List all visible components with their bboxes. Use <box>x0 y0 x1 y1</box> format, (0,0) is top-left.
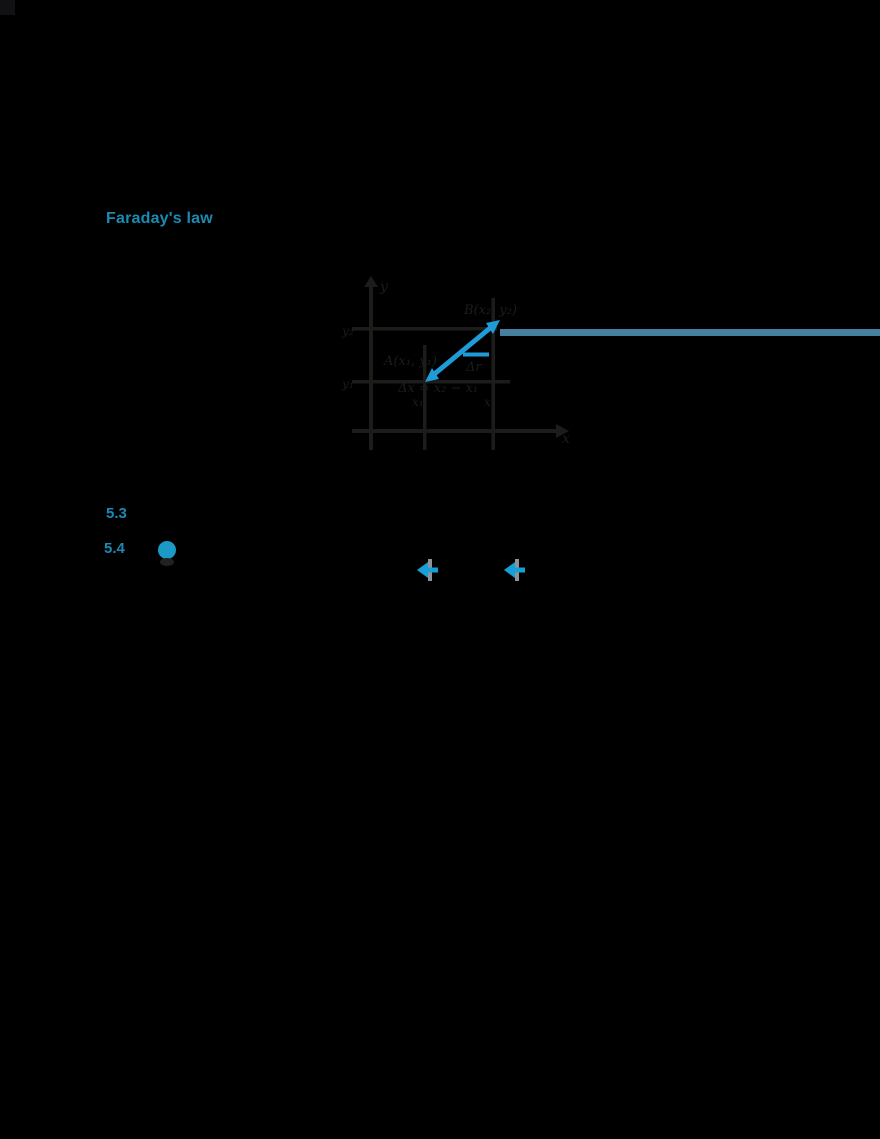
grid-line-y2 <box>352 327 497 331</box>
displacement-vector <box>430 322 497 378</box>
x-axis <box>352 429 558 433</box>
vector-head-icon <box>486 320 500 334</box>
vector-diagram: y x y₂ y₁ x₁ x₂ B(x₂, y₂) A(x₁, y₁) Δr Δ… <box>341 276 880 450</box>
grid-line-y1 <box>352 380 510 384</box>
inline-link-1[interactable]: 5.3 <box>106 505 127 522</box>
horizontal-rule <box>500 329 880 336</box>
grid-line-x2 <box>491 298 495 450</box>
delta-label: Δr <box>465 360 482 375</box>
tick-label-x2: x₂ <box>484 395 496 409</box>
delta-arrow-accent-icon <box>463 352 489 357</box>
corner-artifact <box>0 0 15 15</box>
x-axis-label: x <box>562 431 570 447</box>
y-axis <box>369 283 373 450</box>
circle-badge-icon[interactable] <box>157 541 179 567</box>
y-axis-arrowhead-icon <box>364 276 378 287</box>
origin-tick <box>369 433 373 450</box>
heading-link[interactable]: Faraday's law <box>106 210 213 227</box>
tick-label-y2: y₂ <box>341 324 354 338</box>
y-axis-label: y <box>379 279 389 295</box>
point-a-label: A(x₁, y₁) <box>383 354 437 369</box>
point-b-label: B(x₂, y₂) <box>463 303 517 318</box>
vector-arrow-glyph-icon <box>417 559 438 581</box>
inline-link-2[interactable]: 5.4 <box>104 540 125 557</box>
x-axis-arrowhead-icon <box>556 424 569 438</box>
tick-label-y1: y₁ <box>341 377 354 391</box>
delta-x-label: Δx = x₂ − x₁ <box>397 381 478 396</box>
tick-label-x1: x₁ <box>412 395 424 409</box>
vector-tail-head-icon <box>425 368 439 382</box>
vector-arrow-glyph-icon <box>504 559 525 581</box>
grid-line-x1 <box>423 345 427 450</box>
